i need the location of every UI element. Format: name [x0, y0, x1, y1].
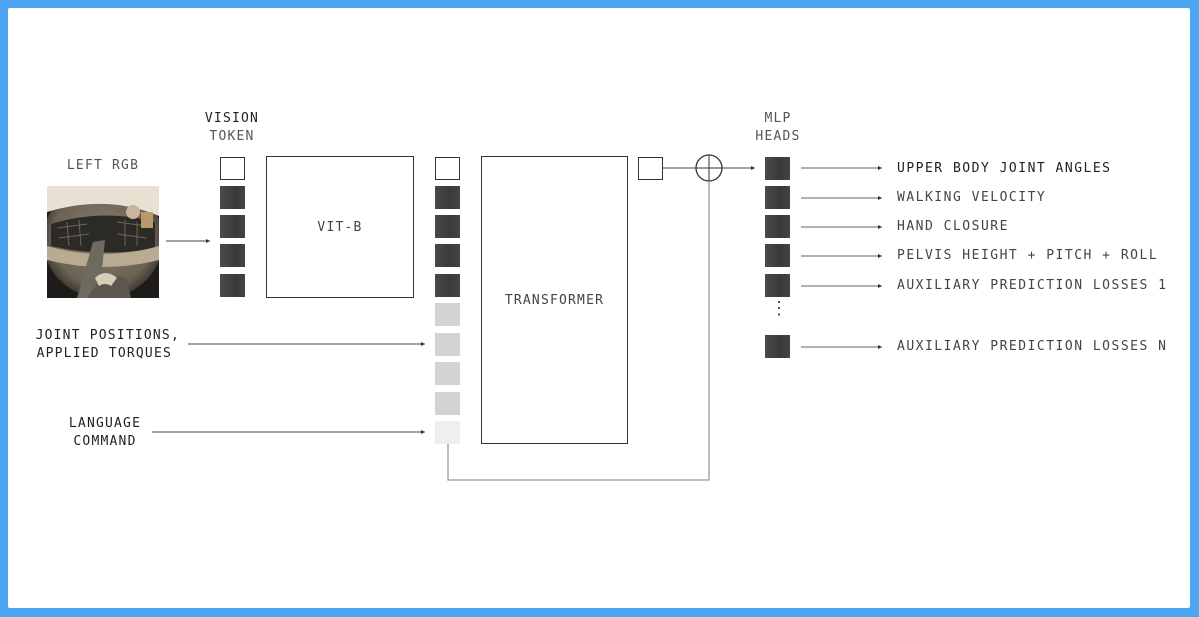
- language-token: [435, 421, 460, 444]
- proprioception-token: [435, 333, 460, 356]
- vit-b-block: [266, 156, 414, 298]
- output-pelvis: PELVIS HEIGHT + PITCH + ROLL: [897, 248, 1159, 263]
- vision-patch-token: [220, 244, 245, 267]
- sum-circle-icon: [695, 154, 723, 182]
- vision-token-label-line1: VISION: [204, 111, 260, 126]
- left-rgb-label: LEFT RGB: [66, 158, 140, 173]
- left-rgb-image: [47, 186, 159, 298]
- proprioception-token: [435, 303, 460, 326]
- vision-patch-token: [220, 215, 245, 238]
- transformer-cls-token: [435, 157, 460, 180]
- vision-patch-token: [220, 274, 245, 297]
- joint-positions-label-line1: JOINT POSITIONS,: [35, 328, 180, 343]
- mlp-heads-label-line1: MLP: [764, 111, 792, 126]
- vision-patch-token: [220, 186, 245, 209]
- transformer-vision-token: [435, 186, 460, 209]
- transformer-vision-token: [435, 274, 460, 297]
- transformer-block: [481, 156, 628, 444]
- proprioception-token: [435, 362, 460, 385]
- ellipsis-icon: ⋮: [770, 298, 788, 319]
- vision-cls-token: [220, 157, 245, 180]
- mlp-head-hand-closure: [765, 215, 790, 238]
- output-walking-velocity: WALKING VELOCITY: [897, 190, 1047, 205]
- skip-connection: [447, 181, 710, 481]
- mlp-head-aux-1: [765, 274, 790, 297]
- vit-b-label: VIT-B: [317, 220, 363, 235]
- language-command-label-line1: LANGUAGE: [68, 416, 142, 431]
- output-upper-body-joint-angles: UPPER BODY JOINT ANGLES: [897, 161, 1112, 176]
- mlp-heads-label-line2: HEADS: [755, 129, 801, 144]
- vision-token-label-line2: TOKEN: [209, 129, 255, 144]
- transformer-label: TRANSFORMER: [504, 293, 605, 308]
- mlp-head-aux-n: [765, 335, 790, 358]
- mlp-head-walking-velocity: [765, 186, 790, 209]
- language-command-label-line2: COMMAND: [73, 434, 137, 449]
- output-hand-closure: HAND CLOSURE: [897, 219, 1009, 234]
- mlp-head-upper-body: [765, 157, 790, 180]
- output-aux-losses-1: AUXILIARY PREDICTION LOSSES 1: [897, 278, 1168, 293]
- transformer-vision-token: [435, 244, 460, 267]
- mlp-head-pelvis: [765, 244, 790, 267]
- transformer-vision-token: [435, 215, 460, 238]
- output-aux-losses-n: AUXILIARY PREDICTION LOSSES N: [897, 339, 1168, 354]
- proprioception-token: [435, 392, 460, 415]
- joint-positions-label-line2: APPLIED TORQUES: [36, 346, 172, 361]
- transformer-output-token: [638, 157, 663, 180]
- kitchen-camera-image: [47, 186, 159, 298]
